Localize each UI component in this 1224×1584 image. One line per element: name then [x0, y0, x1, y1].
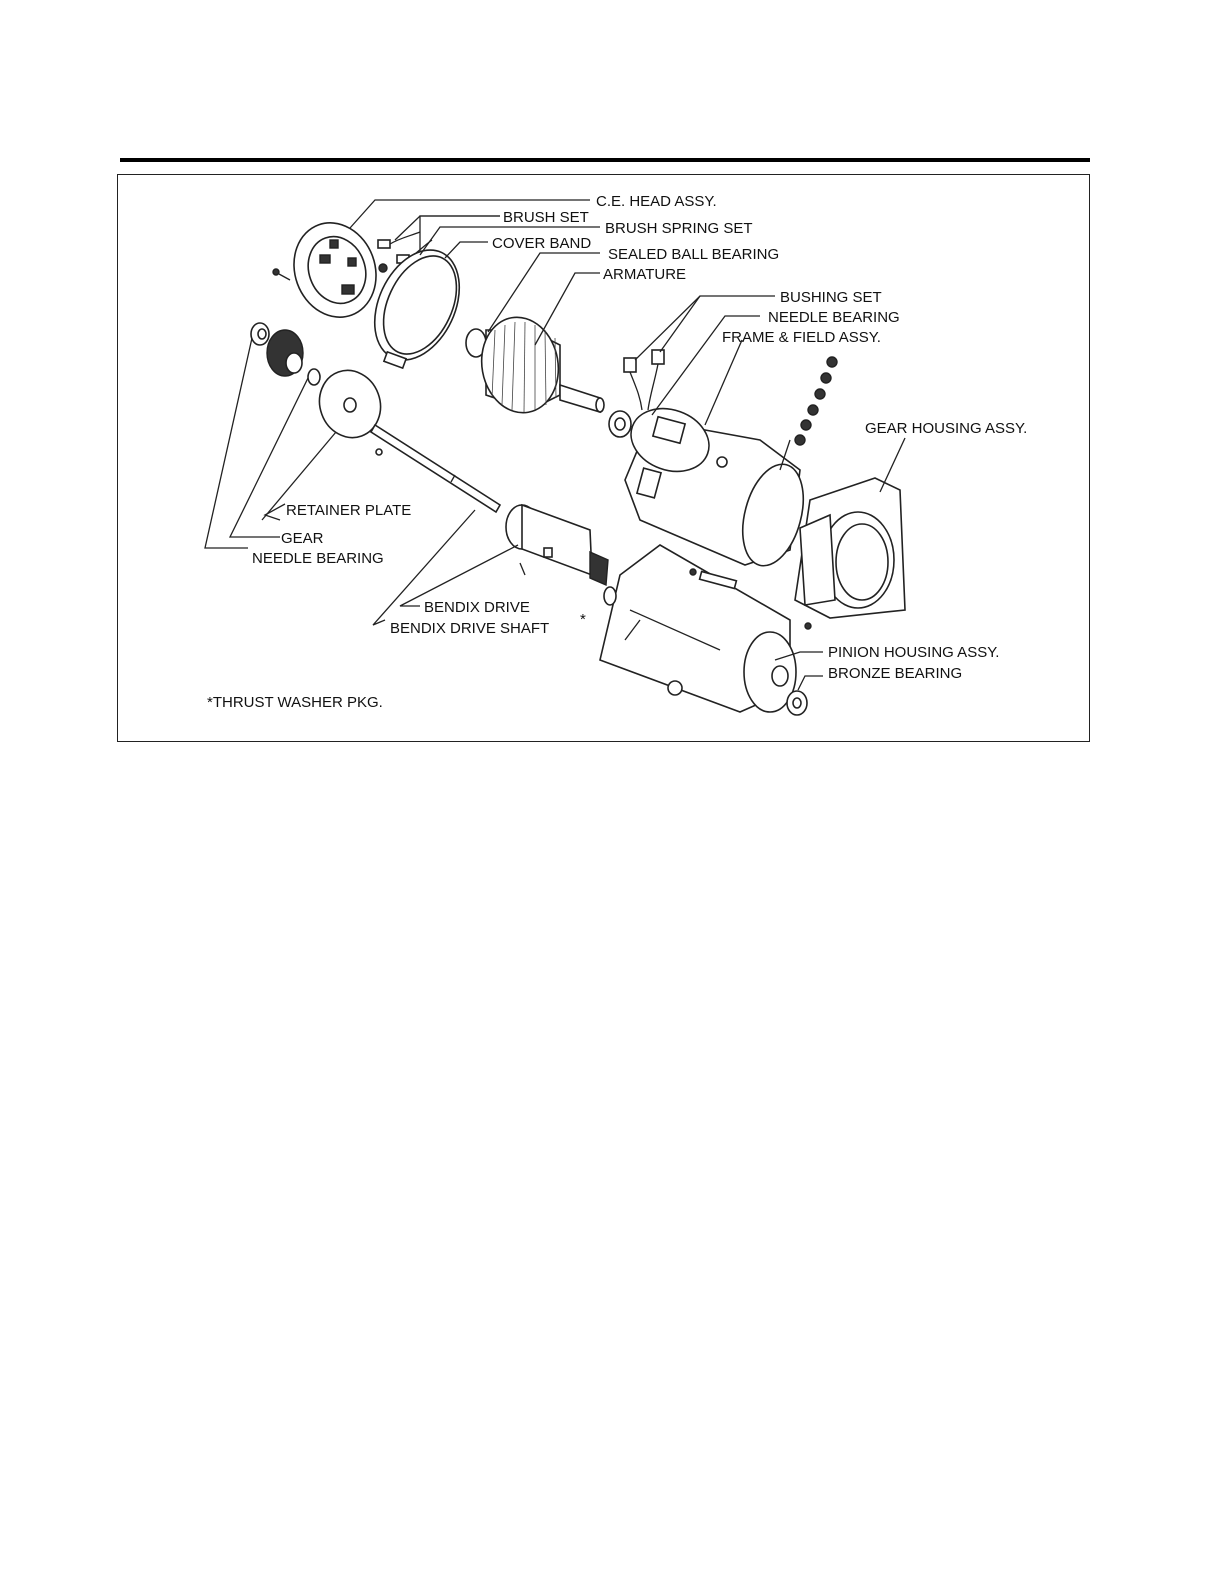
label-retainer-plate: RETAINER PLATE — [286, 502, 411, 519]
bendix-drive-shaft-part — [371, 425, 500, 512]
gear-part — [267, 330, 303, 376]
label-frame-field-assy: FRAME & FIELD ASSY. — [722, 329, 881, 346]
washer-stack-part — [795, 357, 837, 445]
label-cover-band: COVER BAND — [492, 235, 591, 252]
bronze-bearing-part — [787, 691, 807, 715]
armature-part — [466, 311, 604, 419]
bendix-drive-part — [506, 505, 608, 585]
label-brush-spring-set: BRUSH SPRING SET — [605, 220, 753, 237]
label-needle-bearing-left: NEEDLE BEARING — [252, 550, 384, 567]
label-asterisk: * — [580, 611, 586, 628]
small-washer-part — [308, 369, 320, 385]
label-gear: GEAR — [281, 530, 324, 547]
label-ce-head-assy: C.E. HEAD ASSY. — [596, 193, 717, 210]
label-brush-set: BRUSH SET — [503, 209, 589, 226]
label-armature: ARMATURE — [603, 266, 686, 283]
pinion-housing-assy-part — [600, 545, 796, 712]
gear-housing-assy-part — [795, 478, 905, 629]
label-gear-housing-assy: GEAR HOUSING ASSY. — [865, 420, 1027, 437]
label-bushing-set: BUSHING SET — [780, 289, 882, 306]
footnote-thrust-washer: *THRUST WASHER PKG. — [207, 694, 383, 711]
label-bendix-drive: BENDIX DRIVE — [424, 599, 530, 616]
label-pinion-housing-assy: PINION HOUSING ASSY. — [828, 644, 999, 661]
ce-head-assy-part — [273, 211, 389, 329]
label-needle-bearing-top: NEEDLE BEARING — [768, 309, 900, 326]
needle-bearing-left-part — [251, 323, 269, 345]
label-bendix-drive-shaft: BENDIX DRIVE SHAFT — [390, 620, 549, 637]
cover-band-part — [358, 236, 476, 373]
frame-field-assy-part — [622, 398, 813, 572]
label-sealed-ball-bearing: SEALED BALL BEARING — [608, 246, 779, 263]
label-bronze-bearing: BRONZE BEARING — [828, 665, 962, 682]
